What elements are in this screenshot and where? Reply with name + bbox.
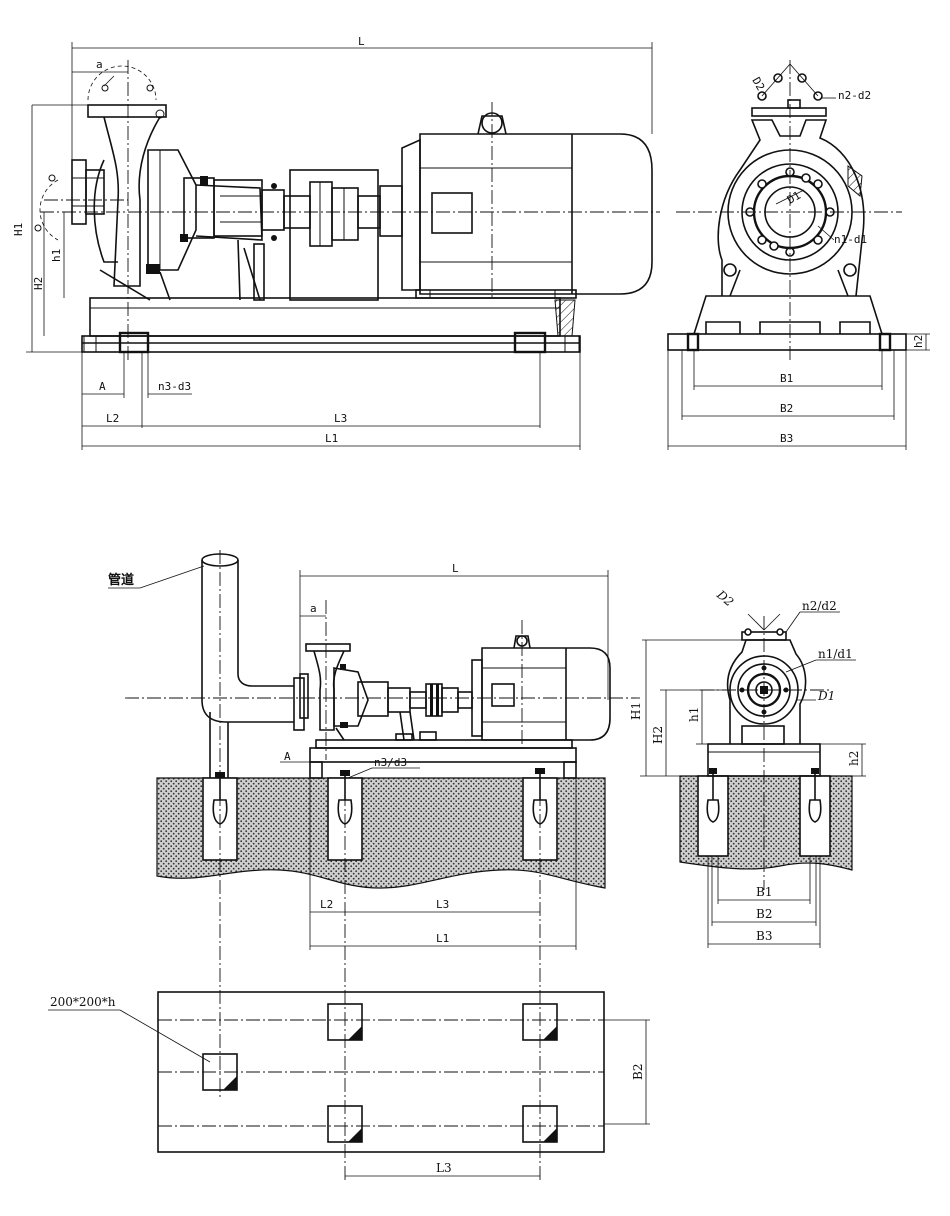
top-end-n2d2: n2-d2 (838, 89, 871, 102)
bottom-motor (471, 635, 611, 741)
plan-anchor-holes (202, 1003, 558, 1143)
bottom-end-view: D2 n2/d2 n1/d1 D1 H1 H2 h1 h2 B1 B2 (629, 587, 866, 948)
bottom-dim-L2: L2 (320, 898, 333, 911)
bottom-dim-a: a (310, 602, 317, 615)
top-dim-L2: L2 (106, 412, 119, 425)
top-end-D2: D2 (749, 75, 767, 93)
bottom-end-h1: h1 (687, 707, 701, 722)
bottom-side-view: L a A n3/d3 L2 L3 L1 管道 (108, 550, 640, 1180)
top-dimensions: L a H1 H2 h1 A n3-d3 L2 L3 (12, 35, 653, 450)
bottom-end-H1: H1 (629, 702, 643, 720)
bottom-end-B3: B3 (756, 929, 772, 943)
pipe (201, 553, 305, 778)
top-end-B1: B1 (780, 372, 793, 385)
bottom-end-n1d1: n1/d1 (818, 647, 853, 661)
top-dim-h1: h1 (50, 249, 63, 262)
bottom-pump (299, 643, 415, 741)
top-pump-casing (71, 104, 285, 301)
top-dim-a: a (96, 58, 103, 71)
top-end-base (667, 295, 907, 352)
top-end-B3: B3 (780, 432, 793, 445)
bottom-dim-L3: L3 (436, 898, 449, 911)
top-coupling (271, 169, 381, 301)
plan-dim-B2: B2 (631, 1064, 645, 1080)
top-end-B2: B2 (780, 402, 793, 415)
bottom-end-D1: D1 (817, 689, 835, 703)
top-dim-L3: L3 (334, 412, 347, 425)
top-base-frame (81, 297, 581, 354)
plan-hole-label: 200*200*h (50, 995, 116, 1009)
top-dim-H2: H2 (32, 277, 45, 290)
top-end-view: D2 n2-d2 D1 n1-d1 h2 B1 B2 B3 (667, 60, 930, 450)
top-motor (379, 112, 653, 299)
top-end-h2: h2 (912, 335, 925, 348)
plan-dim-L3: L3 (436, 1161, 452, 1175)
bottom-end-B2: B2 (756, 907, 772, 921)
bottom-end-H2: H2 (651, 726, 665, 744)
top-dim-n3d3: n3-d3 (158, 380, 191, 393)
bottom-dim-A: A (284, 750, 291, 763)
bottom-end-B1: B1 (756, 885, 772, 899)
top-dim-H1: H1 (12, 223, 25, 236)
bottom-dim-L: L (452, 562, 459, 575)
top-dim-L1: L1 (325, 432, 338, 445)
pipe-label: 管道 (108, 572, 134, 588)
foundation-plan-view: 200*200*h B2 L3 (48, 991, 650, 1177)
bottom-end-D2: D2 (713, 587, 736, 609)
bottom-coupling (409, 683, 473, 741)
top-dim-L: L (358, 35, 365, 48)
foundation-ground (156, 777, 606, 889)
bottom-dim-n3d3: n3/d3 (374, 756, 407, 769)
bottom-end-h2: h2 (847, 751, 861, 766)
top-end-D1: D1 (785, 189, 803, 207)
top-end-n1d1: n1-d1 (834, 233, 867, 246)
bottom-end-n2d2: n2/d2 (802, 599, 837, 613)
top-dim-A: A (99, 380, 106, 393)
top-side-view: L a H1 H2 h1 A n3-d3 L2 L3 (12, 35, 660, 450)
bottom-dim-L1: L1 (436, 932, 449, 945)
